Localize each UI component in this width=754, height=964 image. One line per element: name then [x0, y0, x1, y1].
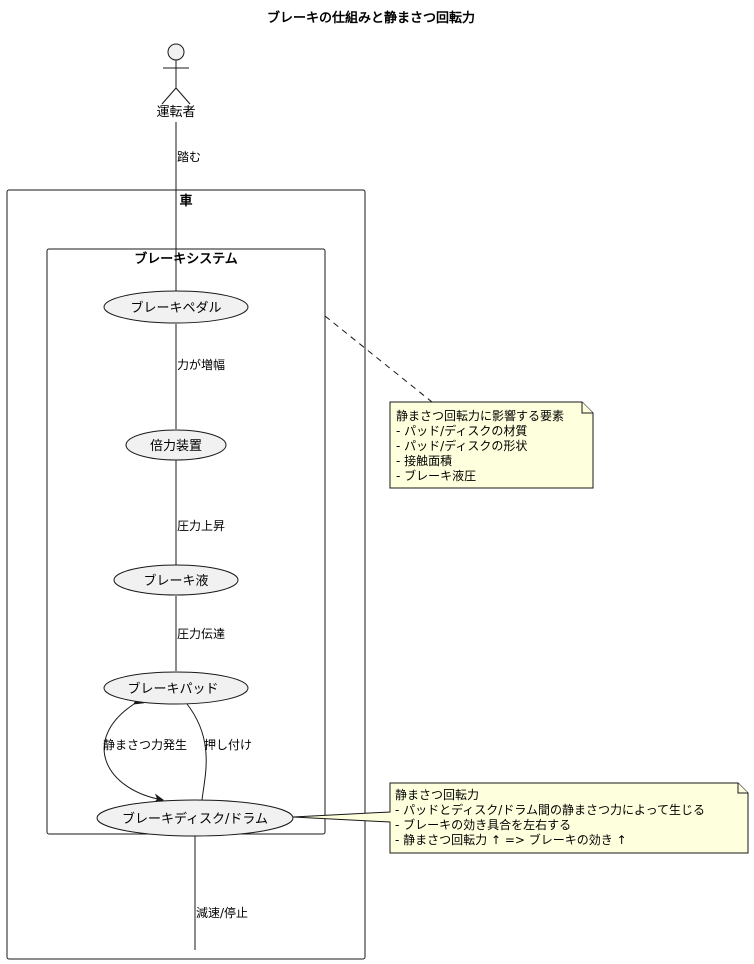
edge-label-pressure-transmit: 圧力伝達	[177, 627, 225, 641]
usecase-booster-label: 倍力装置	[150, 439, 202, 454]
actor-label: 運転者	[156, 105, 195, 120]
note-factors-line-2: - パッド/ディスクの形状	[396, 438, 527, 453]
edge-label-decelerate: 減速/停止	[196, 905, 248, 920]
note-torque-line-3: - 静まさつ回転力 ↑ => ブレーキの効き ↑	[395, 832, 627, 847]
usecase-pad: ブレーキパッド	[103, 671, 249, 705]
note-factors-line-0: 静まさつ回転力に影響する要素	[396, 408, 564, 423]
note-factors-connector	[324, 315, 433, 403]
usecase-booster: 倍力装置	[125, 429, 227, 461]
note-factors-line-4: - ブレーキ液圧	[396, 468, 476, 483]
note-factors-line-3: - 接触面積	[396, 453, 452, 468]
car-frame: 車	[6, 189, 366, 960]
edge-friction	[103, 694, 164, 804]
edge-label-step: 踏む	[177, 150, 201, 164]
note-torque: 静まさつ回転力 - パッドとディスク/ドラム間の静まさつ力によって生じる - ブ…	[292, 782, 749, 854]
usecase-disc: ブレーキディスク/ドラム	[96, 799, 294, 837]
usecase-disc-label: ブレーキディスク/ドラム	[122, 811, 268, 827]
usecase-pedal: ブレーキペダル	[103, 290, 249, 324]
actor-left-leg	[161, 87, 177, 105]
usecase-fluid-label: ブレーキ液	[143, 573, 208, 589]
edge-label-friction: 静まさつ力発生	[103, 738, 187, 752]
edge-label-amplify: 力が増幅	[177, 357, 225, 372]
note-factors: 静まさつ回転力に影響する要素 - パッド/ディスクの材質 - パッド/ディスクの…	[389, 401, 594, 489]
actor-head	[167, 43, 185, 61]
diagram-title: ブレーキの仕組みと静まさつ回転力	[267, 10, 475, 26]
edge-label-pressure-up: 圧力上昇	[177, 519, 225, 533]
edge-press	[186, 703, 207, 801]
usecase-pedal-label: ブレーキペダル	[130, 300, 221, 316]
car-frame-label: 車	[179, 193, 192, 209]
usecase-pad-label: ブレーキパッド	[127, 681, 218, 697]
note-torque-line-0: 静まさつ回転力	[395, 788, 479, 802]
brake-system-frame-label: ブレーキシステム	[134, 251, 238, 267]
note-torque-line-1: - パッドとディスク/ドラム間の静まさつ力によって生じる	[395, 802, 705, 817]
actor-right-leg	[175, 87, 191, 105]
note-factors-line-1: - パッド/ディスクの材質	[396, 423, 527, 438]
actor-driver	[161, 43, 191, 105]
note-torque-line-2: - ブレーキの効き具合を左右する	[395, 817, 571, 832]
usecase-fluid: ブレーキ液	[113, 564, 239, 596]
edge-label-press: 押し付け	[204, 738, 252, 752]
